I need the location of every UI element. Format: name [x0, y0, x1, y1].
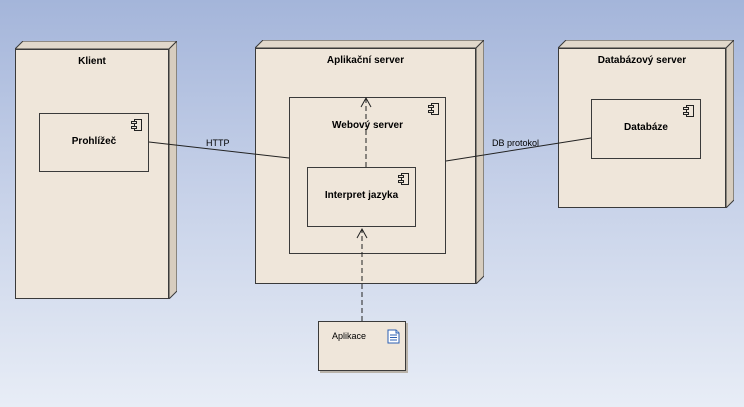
node-app-3d-edges	[255, 40, 484, 284]
component-databaze[interactable]: Databáze	[591, 99, 701, 159]
component-interpret-jazyka[interactable]: Interpret jazyka	[307, 167, 416, 227]
component-icon	[131, 119, 143, 132]
node-klient-title: Klient	[78, 56, 106, 67]
component-databaze-label: Databáze	[624, 122, 668, 133]
component-icon	[398, 173, 410, 186]
connector-db-label: DB protokol	[492, 138, 540, 148]
component-webovy-server-label: Webový server	[332, 120, 403, 131]
component-interpret-label: Interpret jazyka	[324, 190, 399, 201]
node-klient-face: Klient	[15, 49, 169, 299]
node-db-3d-edges	[558, 40, 734, 208]
component-prohlizec-label: Prohlížeč	[71, 136, 117, 147]
component-icon	[683, 105, 695, 118]
component-icon	[428, 103, 440, 116]
node-db-title: Databázový server	[597, 55, 687, 66]
component-prohlizec[interactable]: Prohlížeč	[39, 113, 149, 172]
document-icon	[387, 329, 400, 344]
node-klient[interactable]: Klient	[15, 41, 177, 299]
artifact-aplikace[interactable]: Aplikace	[318, 321, 406, 371]
node-app-title: Aplikační server	[326, 55, 405, 66]
artifact-aplikace-label: Aplikace	[332, 331, 367, 341]
connector-http-label: HTTP	[206, 138, 230, 148]
